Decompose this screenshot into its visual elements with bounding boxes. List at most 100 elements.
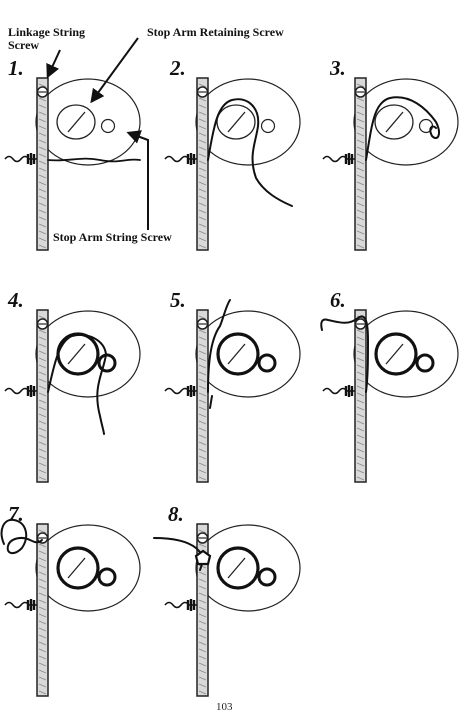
spring-wire [164, 155, 197, 163]
linkage-bar-texture [198, 592, 207, 597]
linkage-bar-texture [356, 462, 365, 467]
stop-arm-plate [35, 310, 141, 398]
linkage-bar-texture [38, 104, 47, 109]
linkage-bar-texture [356, 392, 365, 397]
linkage-bar-texture [198, 146, 207, 151]
linkage-bar-texture [38, 132, 47, 137]
linkage-bar-texture [198, 399, 207, 404]
linkage-bar [196, 309, 209, 483]
linkage-bar-texture [38, 97, 47, 102]
retaining-screw-slot [67, 343, 86, 365]
spring-wire [4, 155, 37, 163]
linkage-bar-texture [38, 336, 47, 341]
linkage-bar-texture [198, 669, 207, 674]
string-path [207, 98, 293, 207]
retaining-screw-slot [67, 557, 86, 579]
linkage-bar-texture [38, 216, 47, 221]
linkage-bar-texture [198, 83, 207, 88]
knot-hex [194, 549, 212, 566]
linkage-bar-texture [198, 315, 207, 320]
retaining-screw-slot [227, 111, 246, 133]
linkage-bar-texture [198, 125, 207, 130]
linkage-bar-texture [198, 118, 207, 123]
linkage-bar-texture [38, 557, 47, 562]
linkage-bar-texture [198, 104, 207, 109]
linkage-bar-texture [38, 683, 47, 688]
linkage-bar-texture [38, 160, 47, 165]
stop-arm-string-screw-label: Stop Arm String Screw [53, 230, 172, 244]
linkage-bar-texture [38, 202, 47, 207]
linkage-screw-arrow [46, 49, 61, 79]
linkage-bar-texture [356, 118, 365, 123]
linkage-bar-texture [356, 181, 365, 186]
linkage-bar-texture [38, 690, 47, 695]
linkage-bar-texture [356, 97, 365, 102]
linkage-bar-texture [38, 385, 47, 390]
linkage-bar-texture [38, 146, 47, 151]
linkage-bar-texture [356, 434, 365, 439]
linkage-bar-texture [356, 174, 365, 179]
step-6-diagram [320, 309, 459, 483]
stop-arm-plate [35, 78, 141, 166]
linkage-bar-texture [356, 378, 365, 383]
linkage-bar-texture [198, 462, 207, 467]
linkage-bar-texture [38, 378, 47, 383]
step-7-diagram [0, 518, 141, 697]
linkage-bar-texture [38, 564, 47, 569]
string-path [0, 518, 43, 554]
string-path [47, 157, 141, 163]
linkage-string-screw-label-line2: Screw [8, 38, 40, 52]
linkage-bar-texture [356, 160, 365, 165]
linkage-bar-texture [38, 420, 47, 425]
linkage-bar-texture [356, 111, 365, 116]
linkage-bar-texture [356, 216, 365, 221]
stop-arm-plate [195, 78, 301, 166]
linkage-bar-texture [198, 336, 207, 341]
linkage-bar [196, 77, 209, 251]
linkage-bar-texture [38, 237, 47, 242]
stop-arm-string-screw [260, 118, 276, 134]
linkage-bar-texture [38, 620, 47, 625]
linkage-bar-texture [38, 371, 47, 376]
linkage-bar [36, 77, 49, 251]
linkage-bar-texture [198, 599, 207, 604]
linkage-bar-texture [356, 371, 365, 376]
linkage-bar-texture [38, 434, 47, 439]
spring-coil [186, 599, 196, 611]
step-4-number: 4. [8, 288, 24, 312]
step-8-diagram [153, 523, 301, 697]
linkage-bar-texture [198, 223, 207, 228]
linkage-bar-texture [38, 392, 47, 397]
string-path [207, 299, 231, 409]
linkage-bar-texture [38, 655, 47, 660]
linkage-bar-texture [38, 181, 47, 186]
linkage-bar-texture [38, 448, 47, 453]
spring-wire [4, 601, 37, 609]
step-3-number: 3. [330, 56, 346, 80]
linkage-bar-texture [198, 167, 207, 172]
linkage-bar-texture [38, 350, 47, 355]
spring-coil [186, 153, 196, 165]
linkage-bar-texture [198, 385, 207, 390]
linkage-bar-texture [38, 550, 47, 555]
linkage-bar-texture [356, 336, 365, 341]
linkage-bar-texture [198, 392, 207, 397]
string-screw-arrow [126, 130, 149, 230]
linkage-bar-texture [38, 188, 47, 193]
spring-wire [164, 601, 197, 609]
linkage-bar-texture [198, 676, 207, 681]
linkage-bar-texture [198, 476, 207, 481]
linkage-bar-texture [38, 634, 47, 639]
linkage-bar-texture [198, 448, 207, 453]
linkage-bar-texture [38, 118, 47, 123]
linkage-bar-texture [38, 343, 47, 348]
linkage-bar-texture [198, 543, 207, 548]
linkage-bar-texture [38, 543, 47, 548]
string-path [365, 96, 440, 161]
linkage-bar [354, 309, 367, 483]
linkage-bar-texture [38, 627, 47, 632]
linkage-bar-texture [38, 364, 47, 369]
linkage-bar-texture [198, 634, 207, 639]
step-2-number: 2. [170, 56, 186, 80]
stop-arm-retaining-screw-label: Stop Arm Retaining Screw [147, 25, 284, 39]
